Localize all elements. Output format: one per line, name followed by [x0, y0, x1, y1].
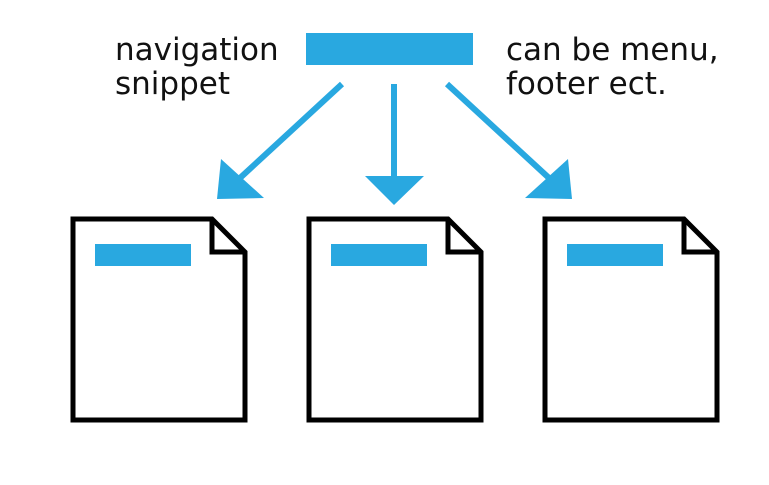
- caption-line: snippet: [115, 66, 230, 102]
- page-navigation-bar: [567, 244, 663, 266]
- navigation-snippet-bar: [306, 33, 473, 65]
- page-icon: [70, 216, 248, 423]
- navigation-snippet-caption: navigation snippet: [115, 33, 279, 101]
- page-icon: [306, 216, 484, 423]
- page-navigation-bar: [331, 244, 427, 266]
- caption-line: can be menu,: [506, 32, 719, 68]
- page-navigation-bar: [95, 244, 191, 266]
- caption-line: navigation: [115, 32, 279, 68]
- page-icon: [542, 216, 720, 423]
- arrow-right: [444, 81, 572, 199]
- arrow-left: [217, 81, 345, 199]
- arrow-center: [365, 84, 424, 205]
- caption-line: footer ect.: [506, 66, 667, 102]
- usage-caption: can be menu, footer ect.: [506, 33, 719, 101]
